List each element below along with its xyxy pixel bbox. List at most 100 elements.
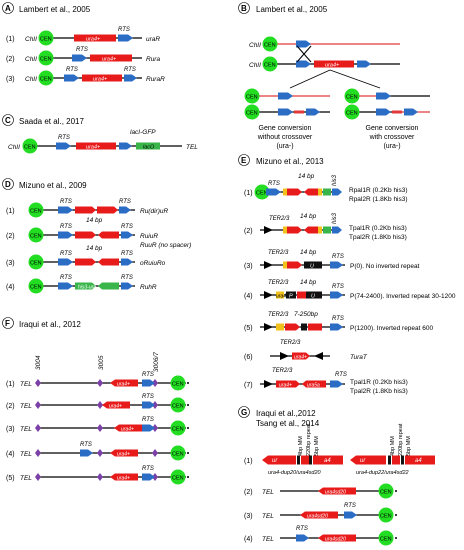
chii-label: ChII [25, 76, 37, 83]
row-number: (7) [244, 382, 253, 389]
panel-e-row-2: (2) TER2/3 14 bp his3 Tpal1R (0.2Kb his3… [244, 212, 407, 241]
panel-a: A Lambert et al., 2005 (1) ChII CEN ura4… [2, 2, 165, 86]
rts-element [72, 54, 87, 62]
caption-line: without crossover [257, 134, 313, 141]
spacer-label: 7-250bp [294, 311, 318, 318]
panel-a-row-1: (1) ChII CEN ura4+ RTS uraR [6, 27, 160, 46]
panel-g-row-4: (4) TEL RTS ura4sd20 CEN [244, 526, 397, 546]
tel-label: TEL [20, 451, 32, 458]
centromere [170, 397, 186, 413]
ura4-label: ura4+ [294, 355, 307, 361]
construct-name: Rpal2R (1.8Kb his3) [349, 196, 408, 203]
u-label: U [311, 294, 315, 300]
row-number: (2) [244, 489, 253, 496]
row-number: (2) [244, 228, 253, 235]
chii-label: ChII [249, 62, 261, 69]
rts-label: RTS [60, 224, 72, 230]
spacer-label: 14 bp [300, 213, 317, 220]
p-label: P [289, 294, 293, 300]
rts-element [56, 142, 71, 150]
construct-name: Tpal1R (0.2Kb his3) [350, 379, 408, 386]
panel-e-row-5: (5) TER2/3 7-250bp RTS P(1200). Inverted… [244, 311, 433, 332]
cen-label: CEN [380, 537, 392, 543]
row-number: (4) [6, 451, 15, 458]
cen-label: CEN [40, 37, 52, 43]
cen-label: CEN [30, 234, 42, 240]
row-number: (1) [6, 36, 15, 43]
allele-label: ura4-dup22/ura4sd22 [356, 470, 409, 476]
centromere [262, 36, 278, 52]
rts-element [142, 401, 155, 409]
row-number: (3) [6, 260, 15, 267]
panel-c-title: Saada et al., 2017 [19, 117, 84, 126]
caption-line: with crossover [369, 134, 415, 141]
panel-e-row-1: (1) CEN RTS 14 bp his3 Rpal1R (0.2Kb his… [244, 173, 408, 203]
centromere [170, 375, 186, 391]
site-marker [97, 424, 103, 432]
rts-label: RTS [335, 372, 347, 378]
chromosome-end [187, 476, 189, 478]
site-marker [35, 379, 41, 387]
allele-label: ura4-dup20/ura4sd20 [268, 470, 322, 476]
rts-label: RTS [142, 417, 154, 423]
laco-label: lacO [143, 145, 155, 151]
repeat-label: 4bp MM [298, 436, 304, 456]
cen-label: CEN [380, 490, 392, 496]
panel-g-row-1: (1) ur a4 ura4-dup20/ura4sd20 ur a4 ura4… [244, 455, 435, 476]
gene-label: ura4sd20 [307, 514, 328, 520]
construct-name: P(0). No inverted repeat [350, 263, 420, 270]
centromere [170, 445, 186, 461]
chromosome-end [187, 452, 189, 454]
spacer-label: 14 bp [300, 279, 317, 286]
construct-name: P(1200). Inverted repeat 600 [350, 325, 433, 332]
row-number: (3) [244, 513, 253, 520]
row-number: (5) [244, 325, 253, 332]
rts-element [124, 74, 137, 82]
ura5a-label: ura5a [307, 383, 320, 389]
ura4-label: ura4+ [117, 452, 130, 458]
row-number: (6) [244, 354, 253, 361]
construct-name: RuiuR [140, 233, 158, 240]
panel-f-title: Iraqui et al., 2012 [19, 320, 81, 329]
chii-label: ChII [25, 56, 37, 63]
rts-element [296, 40, 311, 48]
tel-label: TEL [20, 403, 32, 410]
tel-label: TEL [20, 426, 32, 433]
centromere [38, 30, 54, 46]
tel-label: TEL [20, 475, 32, 482]
row-number: (2) [6, 233, 15, 240]
repeat-label: 220bp repeat [398, 423, 404, 456]
chii-label: ChII [8, 144, 20, 151]
panel-g-row-3: (3) TEL RTS ura4sd20 CEN [244, 503, 397, 523]
row-number: (1) [244, 190, 253, 197]
cen-label: CEN [30, 209, 42, 215]
panel-d-row-4: (4) CEN RTS his3-ura RTS RuhR [6, 275, 157, 294]
gene-label: ura4sd20 [325, 490, 346, 496]
panel-g-letter: G [241, 408, 247, 417]
panel-a-title: Lambert et al., 2005 [19, 5, 91, 14]
panel-g-row-2: (2) TEL ura4sd20 CEN [244, 483, 397, 499]
outcome-with-crossover: CEN CEN Gene conversion with crossover (… [344, 88, 430, 150]
tel-label: TEL [186, 144, 198, 151]
cen-label: CEN [172, 427, 184, 433]
ter-label: TER2/3 [269, 216, 290, 222]
ura4-label: ura4+ [86, 145, 101, 151]
his3-label: his3 [332, 212, 338, 224]
caption-line: Gene conversion [366, 125, 419, 132]
caption-line: Gene conversion [259, 125, 312, 132]
centromere [262, 56, 278, 72]
ura4-label: ura4+ [325, 63, 340, 69]
panel-b-letter: B [241, 4, 247, 13]
rts-element [357, 60, 371, 68]
cen-label: CEN [346, 95, 358, 101]
row-number: (1) [6, 381, 15, 388]
panel-b-title: Lambert et al., 2005 [256, 5, 328, 14]
ura4-label: ura4+ [121, 427, 134, 433]
cen-label: CEN [256, 191, 268, 197]
row-number: (2) [6, 56, 15, 63]
site-label: 3004 [35, 355, 42, 370]
construct-name: Ru(dir)uR [140, 208, 168, 215]
panel-e-row-6: (6) TER2/3 ura4+ TuraT [244, 340, 368, 361]
cen-label: CEN [30, 285, 42, 291]
